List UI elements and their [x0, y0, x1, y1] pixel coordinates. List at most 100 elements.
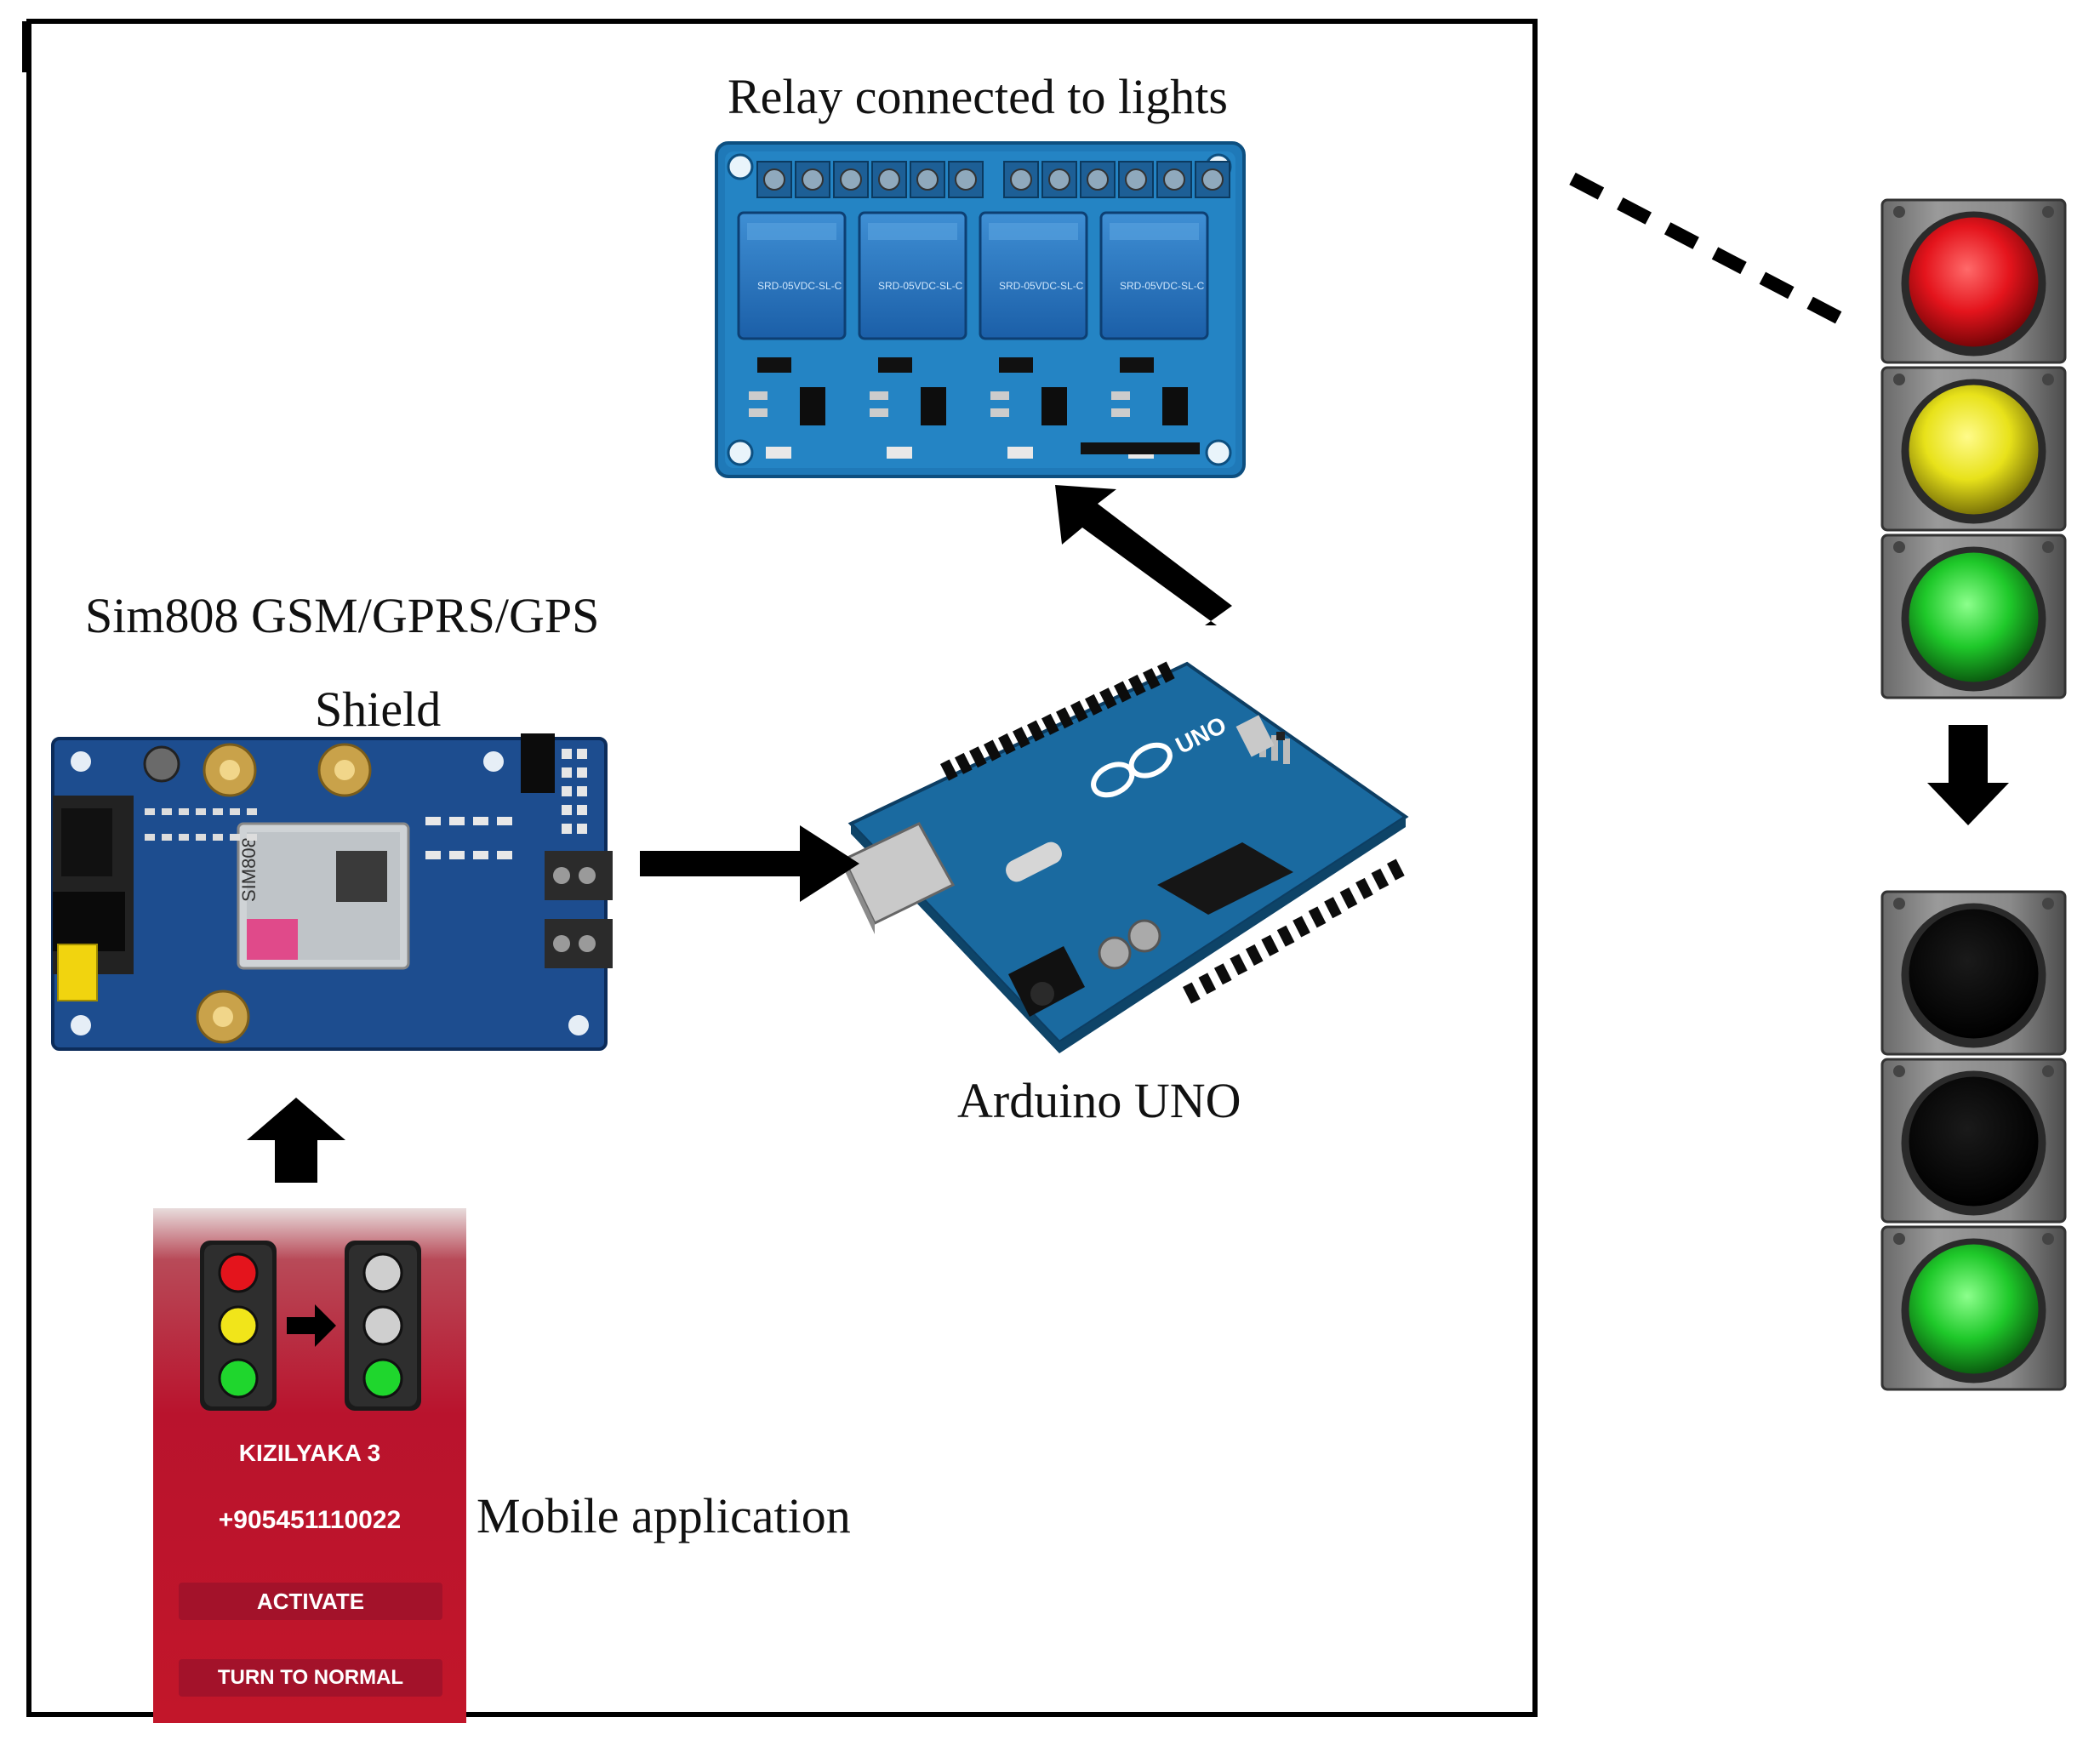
arduino-uno-board: UNO — [842, 661, 1409, 1053]
smd-component — [449, 817, 465, 825]
arduino-header-pin — [1099, 687, 1117, 710]
relay-resistor — [870, 408, 888, 417]
traffic-light-before — [1880, 198, 2067, 699]
smd-component — [213, 808, 223, 815]
smd-component — [497, 817, 512, 825]
app-light-lamp — [218, 1358, 259, 1399]
header-pin — [577, 805, 587, 815]
terminal-screw — [1163, 168, 1185, 191]
traffic-light-lamp — [1909, 909, 2039, 1039]
smd-component — [230, 834, 240, 841]
traffic-light-lamp — [1909, 1076, 2039, 1207]
traffic-light-lamp — [1909, 1244, 2039, 1374]
arduino-header-pin — [1387, 859, 1405, 881]
relay-cube-highlight — [989, 223, 1078, 240]
relay-diode — [878, 357, 912, 373]
sim808-label-line1: Sim808 GSM/GPRS/GPS — [85, 588, 600, 643]
smd-component — [473, 817, 488, 825]
dashed-connection-line — [1569, 172, 1842, 324]
arduino-header-pin — [1183, 982, 1201, 1004]
smd-component — [213, 834, 223, 841]
header-pin — [562, 805, 572, 815]
traffic-light-bolt — [2042, 206, 2054, 218]
relay-resistor — [870, 391, 888, 400]
traffic-light-bolt — [2042, 898, 2054, 910]
sim808-label-line2: Shield — [315, 682, 442, 737]
relay-cube — [737, 211, 847, 340]
terminal-screw — [1125, 168, 1147, 191]
arduino-header-pin — [1056, 707, 1074, 729]
arrow-app-to-shield — [247, 1098, 345, 1183]
arduino-header-pin — [1213, 963, 1232, 985]
smd-component — [247, 808, 257, 815]
traffic-light-bolt — [1893, 1233, 1905, 1245]
terminal-screw — [802, 168, 824, 191]
relay-diode — [999, 357, 1033, 373]
arduino-header-pin — [997, 733, 1016, 755]
smd-component — [449, 851, 465, 859]
smd-component — [179, 834, 189, 841]
traffic-light-lamp — [1909, 217, 2039, 347]
relay-resistor — [1111, 408, 1130, 417]
relay-terminal — [756, 161, 792, 198]
arduino-header-pin — [1339, 887, 1358, 910]
traffic-light-lamp — [1909, 552, 2039, 682]
app-light-lamp — [362, 1358, 403, 1399]
smd-component — [425, 851, 441, 859]
relay-label: Relay connected to lights — [728, 69, 1228, 124]
app-arrow-icon — [287, 1304, 336, 1347]
relay-led — [1007, 447, 1033, 459]
header-pin — [577, 786, 587, 796]
terminal-screw — [1048, 168, 1070, 191]
arduino-header-pin — [1143, 668, 1161, 690]
traffic-light-bolt — [1893, 206, 1905, 218]
relay-resistor — [749, 408, 768, 417]
relay-cube-highlight — [1110, 223, 1199, 240]
app-light-lamp — [218, 1305, 259, 1346]
arduino-header-pin — [955, 752, 973, 774]
relay-diode — [1120, 357, 1154, 373]
arduino-header-pin — [1371, 868, 1390, 890]
arduino-header-pin — [1041, 713, 1059, 735]
arrow-lights-down — [1927, 725, 2009, 825]
relay-optocoupler — [800, 387, 825, 425]
traffic-light-bolt — [2042, 1065, 2054, 1077]
smd-component — [473, 851, 488, 859]
activate-button[interactable]: ACTIVATE — [179, 1583, 442, 1620]
relay-led — [887, 447, 912, 459]
arduino-header-pin — [1013, 727, 1030, 749]
traffic-light-bolt — [2042, 374, 2054, 385]
dash-segment — [1569, 172, 1605, 200]
terminal-screw — [916, 168, 939, 191]
relay-cube — [979, 211, 1088, 340]
arduino-label: Arduino UNO — [957, 1073, 1241, 1128]
sma-connector-pin — [220, 760, 240, 780]
header-pin — [562, 824, 572, 834]
smd-component — [196, 808, 206, 815]
turn-to-normal-button[interactable]: TURN TO NORMAL — [179, 1659, 442, 1697]
arduino-header-pin — [1128, 674, 1146, 696]
header-pin — [577, 749, 587, 759]
arduino-header-pin — [1230, 954, 1248, 976]
terminal-screw — [1201, 168, 1224, 191]
traffic-light-bolt — [1893, 374, 1905, 385]
traffic-light-bolt — [2042, 1233, 2054, 1245]
relay-cube — [1099, 211, 1209, 340]
smd-component — [230, 808, 240, 815]
traffic-light-lamp — [1909, 385, 2039, 515]
traffic-light-bolt — [1893, 541, 1905, 553]
dash-segment — [1617, 197, 1652, 225]
app-location-text: KIZILYAKA 3 — [238, 1440, 381, 1466]
sma-connector-pin — [213, 1007, 233, 1027]
smd-component — [162, 834, 172, 841]
smd-component — [145, 808, 155, 815]
relay-diode — [757, 357, 791, 373]
relay-led — [766, 447, 791, 459]
relay-terminal — [910, 161, 945, 198]
sim-chip-text: SIM808 — [238, 837, 260, 902]
terminal-screw — [1010, 168, 1032, 191]
smd-component — [179, 808, 189, 815]
relay-terminal — [833, 161, 869, 198]
arduino-header-pin — [1157, 661, 1175, 683]
